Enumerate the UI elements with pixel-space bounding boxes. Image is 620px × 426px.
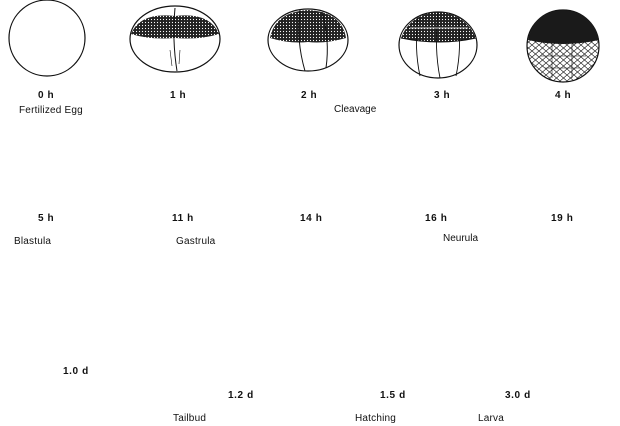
- stage-label-tailbud: Tailbud: [173, 413, 206, 425]
- time-label-1h: 1 h: [170, 90, 186, 102]
- egg-2h-drawing: [268, 9, 348, 71]
- egg-0h-drawing: [9, 0, 85, 76]
- time-label-3-0d: 3.0 d: [505, 390, 531, 402]
- egg-3h-drawing: [399, 12, 477, 78]
- stage-label-hatching: Hatching: [355, 413, 396, 425]
- time-label-14h: 14 h: [300, 213, 322, 225]
- time-label-4h: 4 h: [555, 90, 571, 102]
- time-label-16h: 16 h: [425, 213, 447, 225]
- range-label-neurula: Neurula: [441, 233, 480, 245]
- time-label-11h: 11 h: [172, 213, 194, 225]
- stage-label-larva: Larva: [478, 413, 504, 425]
- time-label-5h: 5 h: [38, 213, 54, 225]
- range-label-cleavage: Cleavage: [332, 104, 378, 116]
- time-label-0h: 0 h: [38, 90, 54, 102]
- stage-label-gastrula: Gastrula: [176, 236, 215, 248]
- time-label-1-2d: 1.2 d: [228, 390, 254, 402]
- egg-1h-drawing: [130, 6, 220, 72]
- time-label-2h: 2 h: [301, 90, 317, 102]
- time-label-19h: 19 h: [551, 213, 573, 225]
- stage-label-blastula: Blastula: [14, 236, 51, 248]
- egg-4h-drawing: [527, 10, 599, 82]
- stage-label-fertilized-egg: Fertilized Egg: [19, 105, 83, 117]
- time-label-3h: 3 h: [434, 90, 450, 102]
- time-label-1-0d: 1.0 d: [63, 366, 89, 378]
- time-label-1-5d: 1.5 d: [380, 390, 406, 402]
